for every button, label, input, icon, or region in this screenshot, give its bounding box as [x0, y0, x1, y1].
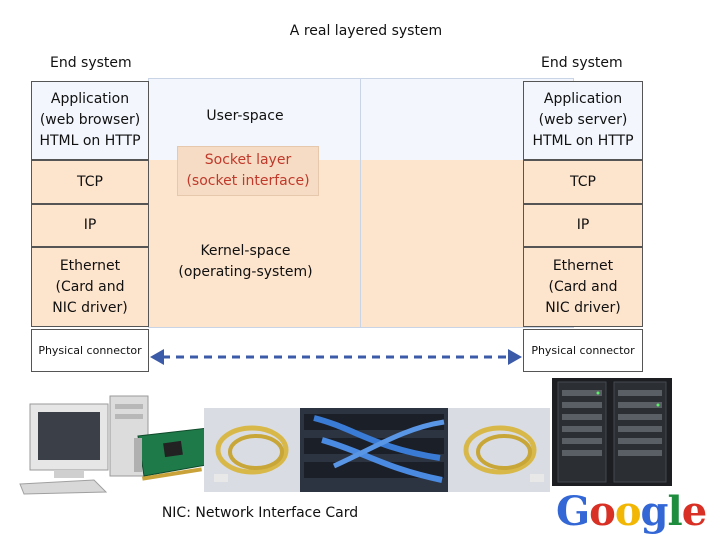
nic-caption: NIC: Network Interface Card	[161, 505, 359, 521]
network-link-arrow	[150, 349, 522, 365]
arrowhead-left-icon	[150, 349, 164, 365]
network-cables-photo	[204, 408, 550, 492]
right-ethernet-line-3: NIC driver)	[545, 299, 621, 316]
diagram-title: A real layered system	[289, 23, 443, 39]
right-ethernet-line-2: (Card and	[548, 278, 618, 295]
server-rack-photo	[552, 378, 672, 486]
left-ethernet-line-2: (Card and	[55, 278, 125, 295]
right-application-layer: Application (web server) HTML on HTTP	[523, 81, 643, 160]
desktop-computer-photo	[14, 384, 216, 496]
right-application-line-1: Application	[543, 91, 623, 107]
left-physical-connector: Physical connector	[31, 329, 149, 372]
left-application-line-1: Application	[50, 91, 130, 107]
right-ip-layer: IP	[523, 204, 643, 247]
socket-layer-line-2: (socket interface)	[186, 173, 310, 189]
arrowhead-right-icon	[508, 349, 522, 365]
left-application-layer: Application (web browser) HTML on HTTP	[31, 81, 149, 160]
left-ip-layer: IP	[31, 204, 149, 247]
kernel-space-line-1: Kernel-space	[200, 243, 291, 259]
user-space-label: User-space	[206, 108, 284, 124]
right-physical-connector: Physical connector	[523, 329, 643, 372]
left-end-system-label: End system	[50, 55, 132, 71]
socket-layer-box: Socket layer (socket interface)	[177, 146, 319, 196]
left-application-line-3: HTML on HTTP	[39, 133, 141, 149]
kernel-space-label: Kernel-space (operating-system)	[168, 241, 323, 283]
left-tcp-layer: TCP	[31, 160, 149, 204]
right-end-system-label: End system	[541, 55, 623, 71]
left-ethernet-line-1: Ethernet	[59, 257, 121, 274]
right-tcp-layer: TCP	[523, 160, 643, 204]
right-ethernet-layer: Ethernet (Card and NIC driver)	[523, 247, 643, 327]
socket-layer-line-1: Socket layer	[204, 152, 292, 168]
right-application-line-3: HTML on HTTP	[532, 133, 634, 149]
left-ethernet-layer: Ethernet (Card and NIC driver)	[31, 247, 149, 327]
left-ethernet-line-3: NIC driver)	[52, 299, 128, 316]
kernel-space-line-2: (operating-system)	[178, 264, 313, 280]
right-ethernet-line-1: Ethernet	[552, 257, 614, 274]
left-application-line-2: (web browser)	[39, 112, 141, 128]
right-application-line-2: (web server)	[538, 112, 628, 128]
google-logo: Google	[556, 488, 707, 535]
